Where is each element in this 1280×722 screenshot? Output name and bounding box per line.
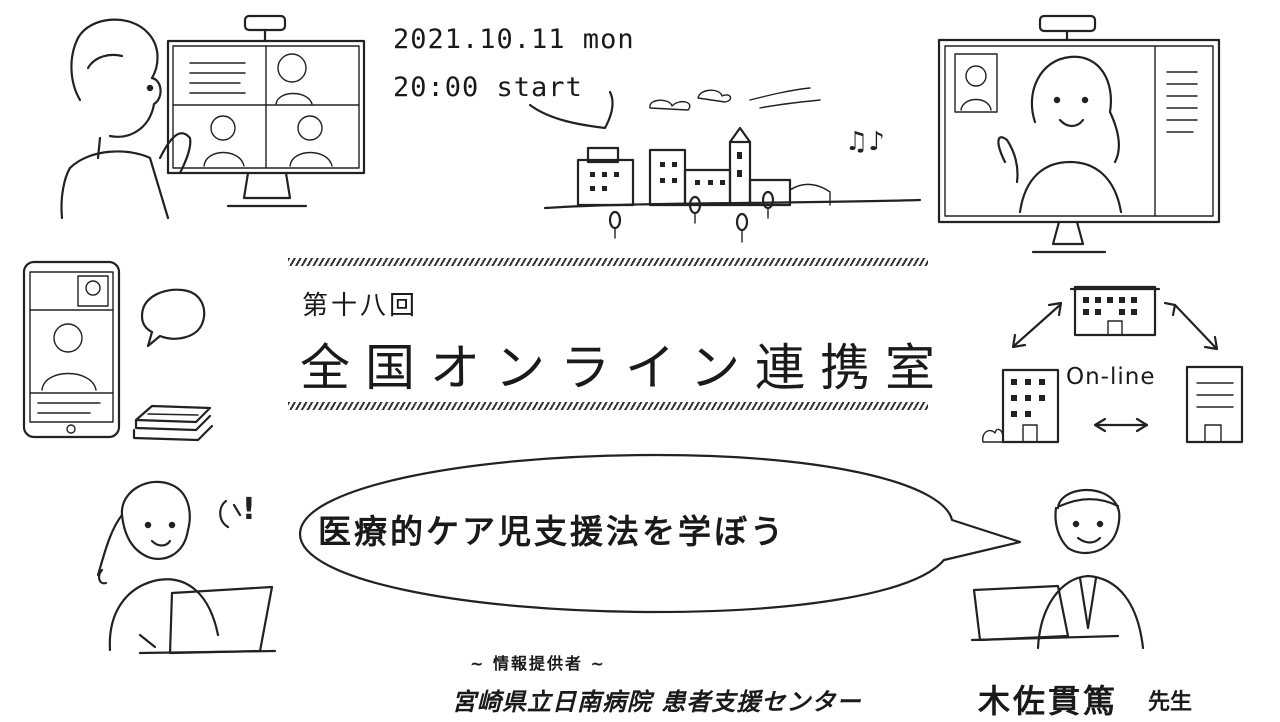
credit-organization: 宮崎県立日南病院 患者支援センター bbox=[452, 687, 862, 716]
credit-honorific: 先生 bbox=[1148, 690, 1193, 715]
town-skyline-illustration: ♫♪ bbox=[520, 80, 940, 255]
office-building-icon bbox=[983, 370, 1058, 442]
svg-text:♫♪: ♫♪ bbox=[845, 127, 885, 157]
smartphone-icon bbox=[24, 262, 119, 437]
clinic-building-icon bbox=[1187, 367, 1242, 442]
hospital-building-icon bbox=[1071, 287, 1159, 335]
surprise-mark-icon: ! bbox=[212, 492, 256, 540]
online-label: On-line bbox=[1066, 364, 1156, 390]
music-notes-icon: ♫♪ bbox=[845, 127, 885, 157]
credit-label: ~ 情報提供者 ~ bbox=[470, 654, 606, 673]
woman-with-laptop-illustration bbox=[80, 475, 280, 660]
smartphone-illustration bbox=[20, 258, 220, 443]
svg-text:!: ! bbox=[242, 492, 256, 527]
title-divider-top bbox=[288, 258, 928, 266]
books-icon bbox=[134, 406, 212, 440]
topic-speech-bubble bbox=[294, 450, 1034, 620]
conference-monitor-icon bbox=[168, 16, 364, 206]
event-date: 2021.10.11 mon bbox=[393, 24, 635, 55]
speech-bubble-icon bbox=[142, 290, 204, 346]
credit-presenter-name: 木佐貫篤 bbox=[978, 682, 1119, 720]
man-with-laptop-illustration bbox=[968, 478, 1168, 653]
event-time: 20:00 start bbox=[393, 72, 583, 103]
man-at-monitor-illustration bbox=[40, 8, 370, 223]
man-head-icon bbox=[61, 20, 190, 218]
woman-video-monitor-illustration bbox=[935, 12, 1225, 257]
series-title: 全国オンライン連携室 bbox=[300, 339, 950, 397]
hospital-network-illustration bbox=[975, 275, 1250, 450]
topic-text: 医療的ケア児支援法を学ぼう bbox=[318, 512, 786, 551]
sync-arrows-icon bbox=[1013, 303, 1217, 431]
title-divider-bottom bbox=[288, 402, 928, 410]
series-number: 第十八回 bbox=[302, 291, 419, 321]
